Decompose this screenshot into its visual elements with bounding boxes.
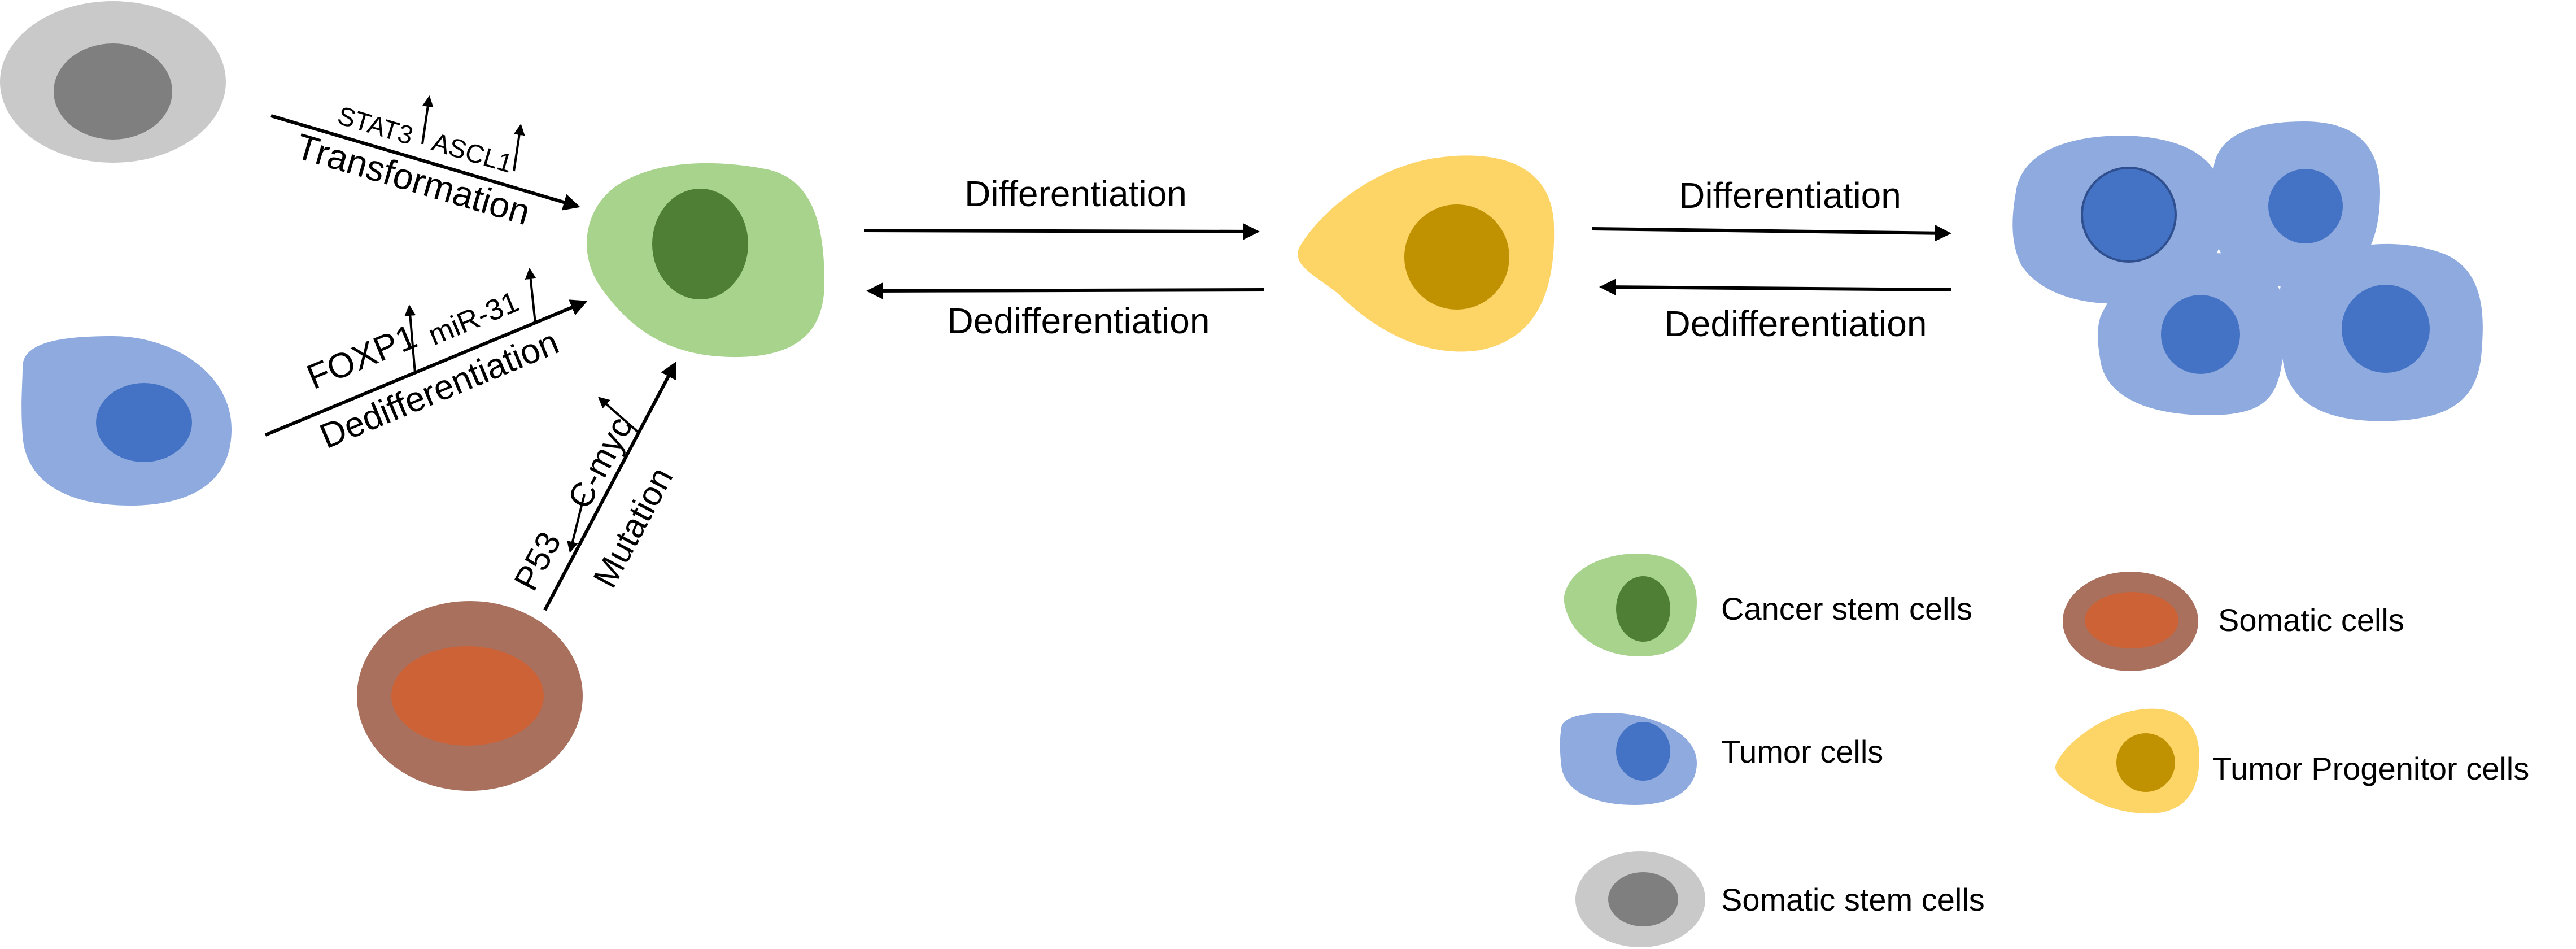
legend-label-tumor: Tumor cells <box>1721 734 1883 769</box>
tumor-cell-source <box>21 336 232 506</box>
cancer-stem-cell <box>587 163 824 358</box>
differentiation-arrow-1 <box>863 223 1260 240</box>
legend-label-cancer-stem: Cancer stem cells <box>1721 591 1972 626</box>
dedifferentiation-label-2: Dedifferentiation <box>1665 303 1927 344</box>
differentiation-label-1: Differentiation <box>964 173 1187 214</box>
dedifferentiation-arrow <box>264 299 588 437</box>
ascl1-activation-arrow <box>513 124 525 172</box>
mir31-activation-arrow <box>525 268 536 324</box>
differentiation-label-2: Differentiation <box>1679 175 1901 216</box>
progenitor-tumor-transition: Differentiation Dedifferentiation <box>1592 175 1951 344</box>
foxp1-activation-arrow <box>404 304 416 373</box>
dedifferentiation-arrow-1 <box>866 282 1264 299</box>
dedifferentiation-label-1: Dedifferentiation <box>948 301 1210 341</box>
tumor-cell-cluster <box>2012 121 2483 421</box>
somatic-stem-cell <box>0 1 226 163</box>
legend-item-somatic-stem: Somatic stem cells <box>1575 851 1985 947</box>
transformation-arrow <box>270 114 580 211</box>
differentiation-arrow-2 <box>1592 224 1951 242</box>
legend-label-progenitor: Tumor Progenitor cells <box>2212 751 2529 786</box>
legend-label-somatic-stem: Somatic stem cells <box>1721 882 1985 917</box>
transformation-pathway: STAT3 ASCL1 Transformation <box>270 95 580 233</box>
mutation-arrow <box>543 361 676 611</box>
legend-item-progenitor: Tumor Progenitor cells <box>2055 708 2529 814</box>
legend-item-somatic: Somatic cells <box>2063 572 2404 671</box>
dedifferentiation-pathway: FOXP1 miR-31 Dedifferentiation <box>264 268 588 456</box>
dedifferentiation-arrow-2 <box>1599 278 1951 296</box>
transformation-label: Transformation <box>291 125 535 233</box>
somatic-cell-source <box>357 601 583 791</box>
csc-progenitor-transition: Differentiation Dedifferentiation <box>863 173 1264 341</box>
p53-inhibition-arrow <box>567 494 586 553</box>
tumor-progenitor-cell <box>1298 155 1555 352</box>
legend-item-cancer-stem: Cancer stem cells <box>1564 554 1972 656</box>
legend-label-somatic: Somatic cells <box>2218 602 2404 638</box>
stat3-activation-arrow <box>421 95 434 145</box>
legend: Cancer stem cells Tumor cells Somatic st… <box>1560 554 2529 947</box>
cmyc-activation-arrow <box>598 397 639 433</box>
legend-item-tumor: Tumor cells <box>1560 713 1883 805</box>
mutation-pathway: P53 C-myc Mutation <box>507 361 680 611</box>
